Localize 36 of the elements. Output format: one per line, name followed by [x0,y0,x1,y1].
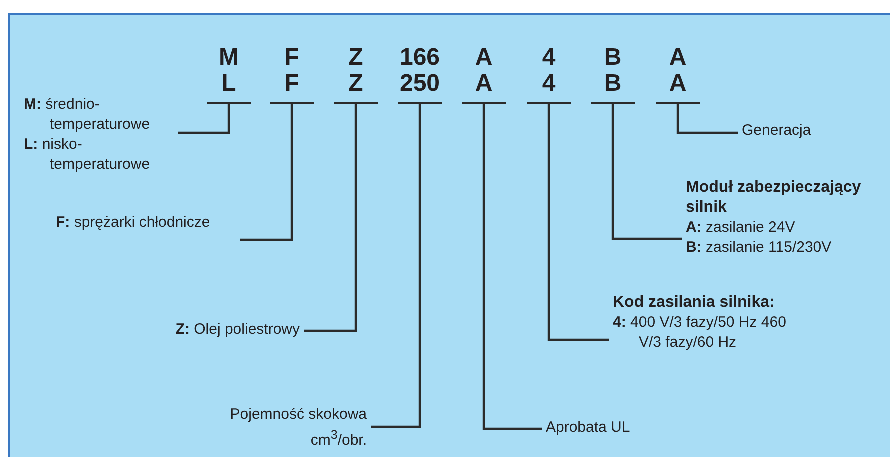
leader-line [240,104,294,242]
code-character: 4 [541,71,557,97]
code-character: L [220,71,238,97]
code-character: B [603,71,623,97]
leader-line [612,104,682,240]
leader-line [548,104,609,342]
code-character: M [218,45,240,71]
code-character: Z [348,45,364,71]
description-text: B: zasilanie 115/230V [686,238,833,258]
description-text: 4: 400 V/3 fazy/50 Hz 460 V/3 fazy/60 Hz [613,313,788,353]
code-character: A [474,71,494,97]
code-character: 4 [541,45,557,71]
description-text: Aprobata UL [546,418,632,438]
code-character: A [474,45,494,71]
leader-line [178,104,230,134]
code-character: B [603,45,623,71]
description-text: F: sprężarki chłodnicze [56,213,212,233]
heading-text: Kod zasilania silnika: [613,293,776,313]
heading-text: Moduł zabezpieczający silnik [686,178,862,218]
description-text: Pojemność skokowa cm$^{3}$/obr. [229,405,367,451]
description-text: A: zasilanie 24V [686,218,796,238]
description-text: Generacja [742,121,812,141]
description-text: L: nisko- temperaturowe [24,135,152,175]
leader-line [371,104,422,428]
code-character: A [668,45,688,71]
description-text: Z: Olej poliestrowy [174,320,300,340]
leader-line [482,104,542,430]
code-character: F [284,71,300,97]
leader-line [304,104,358,332]
code-column [398,45,442,104]
code-character: 166 [398,45,442,71]
code-character: Z [348,71,364,97]
leader-line [676,104,738,134]
code-character: F [284,45,300,71]
code-character: 250 [398,71,442,97]
code-character: A [668,71,688,97]
